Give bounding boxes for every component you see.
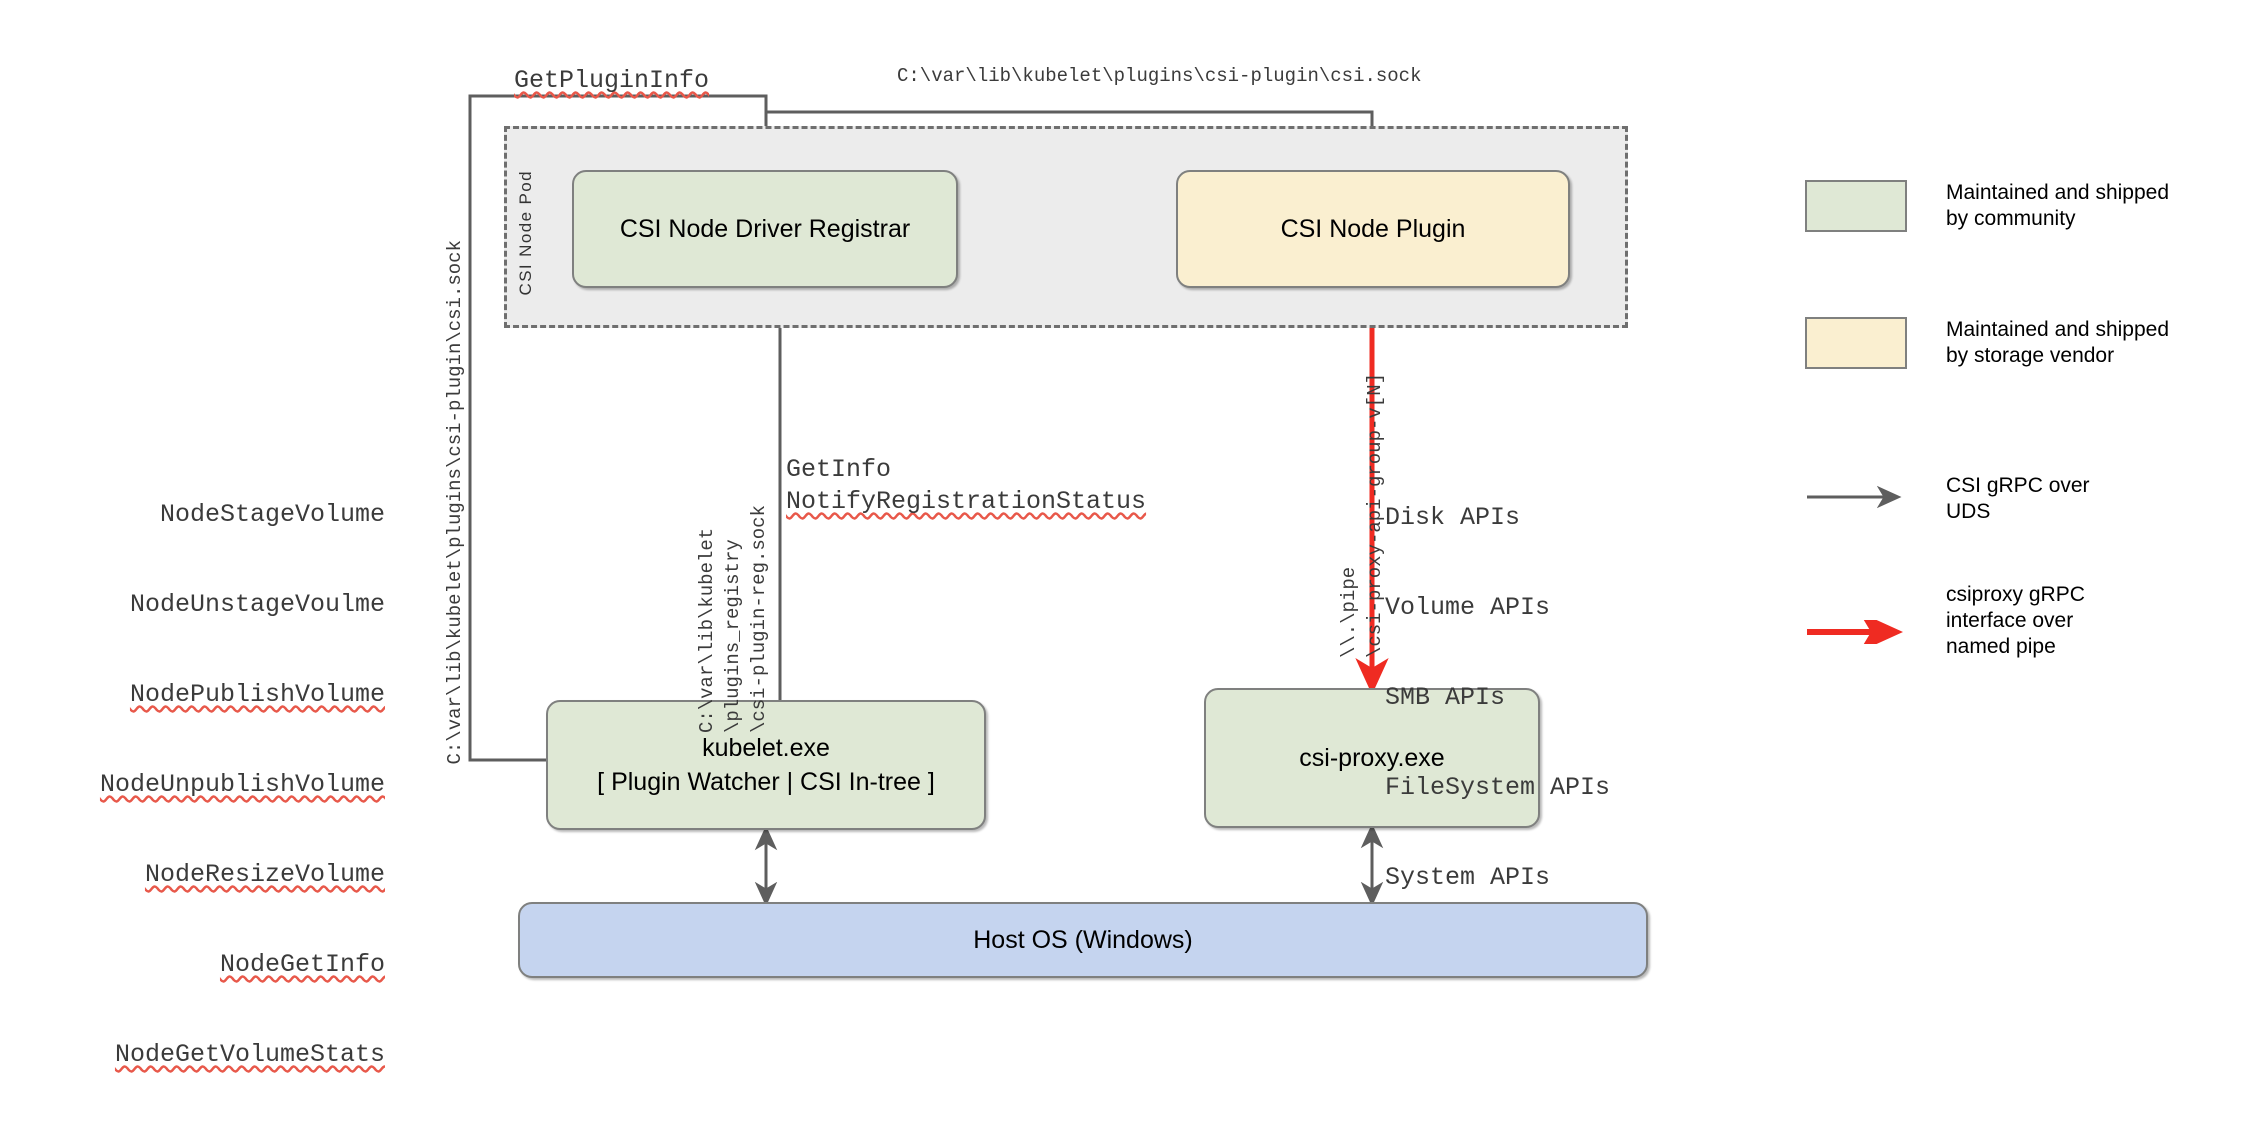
api-item: NodePublishVolume xyxy=(129,680,385,709)
api-item: System APIs xyxy=(1385,863,1551,892)
legend-item-csi-grpc-uds: CSI gRPC over UDS xyxy=(1805,474,2090,525)
node-kubelet-exe[interactable]: kubelet.exe [ Plugin Watcher | CSI In-tr… xyxy=(546,700,986,830)
api-item: Disk APIs xyxy=(1385,503,1521,532)
legend-item-csiproxy-named-pipe: csiproxy gRPC interface over named pipe xyxy=(1805,583,2085,660)
path-line: C:\var\lib\kubelet xyxy=(696,527,718,734)
label-get-info: GetInfo xyxy=(786,455,892,484)
legend-arrow-gray-icon xyxy=(1805,485,1907,509)
legend-label: Maintained and shipped by community xyxy=(1946,181,2170,230)
path-line: \csi-plugin-reg.sock xyxy=(748,505,770,734)
label-csi-sock-path-left: C:\var\lib\kubelet\plugins\csi-plugin\cs… xyxy=(444,240,466,765)
path-line: \csi-proxy-api-group-v[N] xyxy=(1364,373,1386,659)
node-host-os[interactable]: Host OS (Windows) xyxy=(518,902,1648,978)
node-label: csi-proxy.exe xyxy=(1299,744,1445,772)
api-item: NodeUnpublishVolume xyxy=(99,770,385,799)
api-item: SMB APIs xyxy=(1385,683,1506,712)
path-line: \\.\pipe xyxy=(1338,566,1360,659)
legend-swatch-green xyxy=(1805,180,1907,232)
api-item: NodeUnstageVoulme xyxy=(129,590,385,619)
legend-item-storage-vendor: Maintained and shipped by storage vendor xyxy=(1805,317,2169,369)
node-label: CSI Node Driver Registrar xyxy=(619,215,911,243)
legend-label: csiproxy gRPC interface over named pipe xyxy=(1946,583,2085,658)
csi-node-api-list: NodeStageVolume NodeUnstageVoulme NodePu… xyxy=(95,440,385,1130)
node-label: kubelet.exe xyxy=(702,734,830,762)
api-item: NodeStageVolume xyxy=(159,500,385,529)
legend-item-community: Maintained and shipped by community xyxy=(1805,180,2169,232)
node-csi-proxy-exe[interactable]: csi-proxy.exe xyxy=(1204,688,1540,828)
path-line: \plugins_registry xyxy=(722,539,744,734)
label-csi-sock-path-top: C:\var\lib\kubelet\plugins\csi-plugin\cs… xyxy=(897,65,1422,87)
node-csi-node-plugin[interactable]: CSI Node Plugin xyxy=(1176,170,1570,288)
csi-node-pod-label: CSI Node Pod xyxy=(516,170,535,296)
api-item: NodeResizeVolume xyxy=(144,860,385,889)
api-item: NodeGetVolumeStats xyxy=(114,1040,385,1069)
node-sublabel: [ Plugin Watcher | CSI In-tree ] xyxy=(597,768,935,796)
api-item: NodeGetInfo xyxy=(219,950,385,979)
node-label: CSI Node Plugin xyxy=(1280,215,1466,243)
node-label: Host OS (Windows) xyxy=(973,926,1193,954)
label-plugins-registry-path: C:\var\lib\kubelet \plugins_registry \cs… xyxy=(668,505,798,779)
api-item: Volume APIs xyxy=(1385,593,1551,622)
legend-swatch-yellow xyxy=(1805,317,1907,369)
diagram-canvas: CSI Node Pod CSI Node Driver Registrar C… xyxy=(100,65,2169,1069)
legend-label: Maintained and shipped by storage vendor xyxy=(1946,318,2170,367)
legend-label: CSI gRPC over UDS xyxy=(1946,474,2090,523)
node-csi-node-driver-registrar[interactable]: CSI Node Driver Registrar xyxy=(572,170,958,288)
legend-arrow-red-icon xyxy=(1805,612,1907,652)
csiproxy-api-list: Disk APIs Volume APIs SMB APIs FileSyste… xyxy=(1385,443,1685,953)
label-get-plugin-info: GetPluginInfo xyxy=(514,66,710,95)
api-item: FileSystem APIs xyxy=(1385,773,1611,802)
label-notify-registration-status: NotifyRegistrationStatus xyxy=(786,487,1147,516)
